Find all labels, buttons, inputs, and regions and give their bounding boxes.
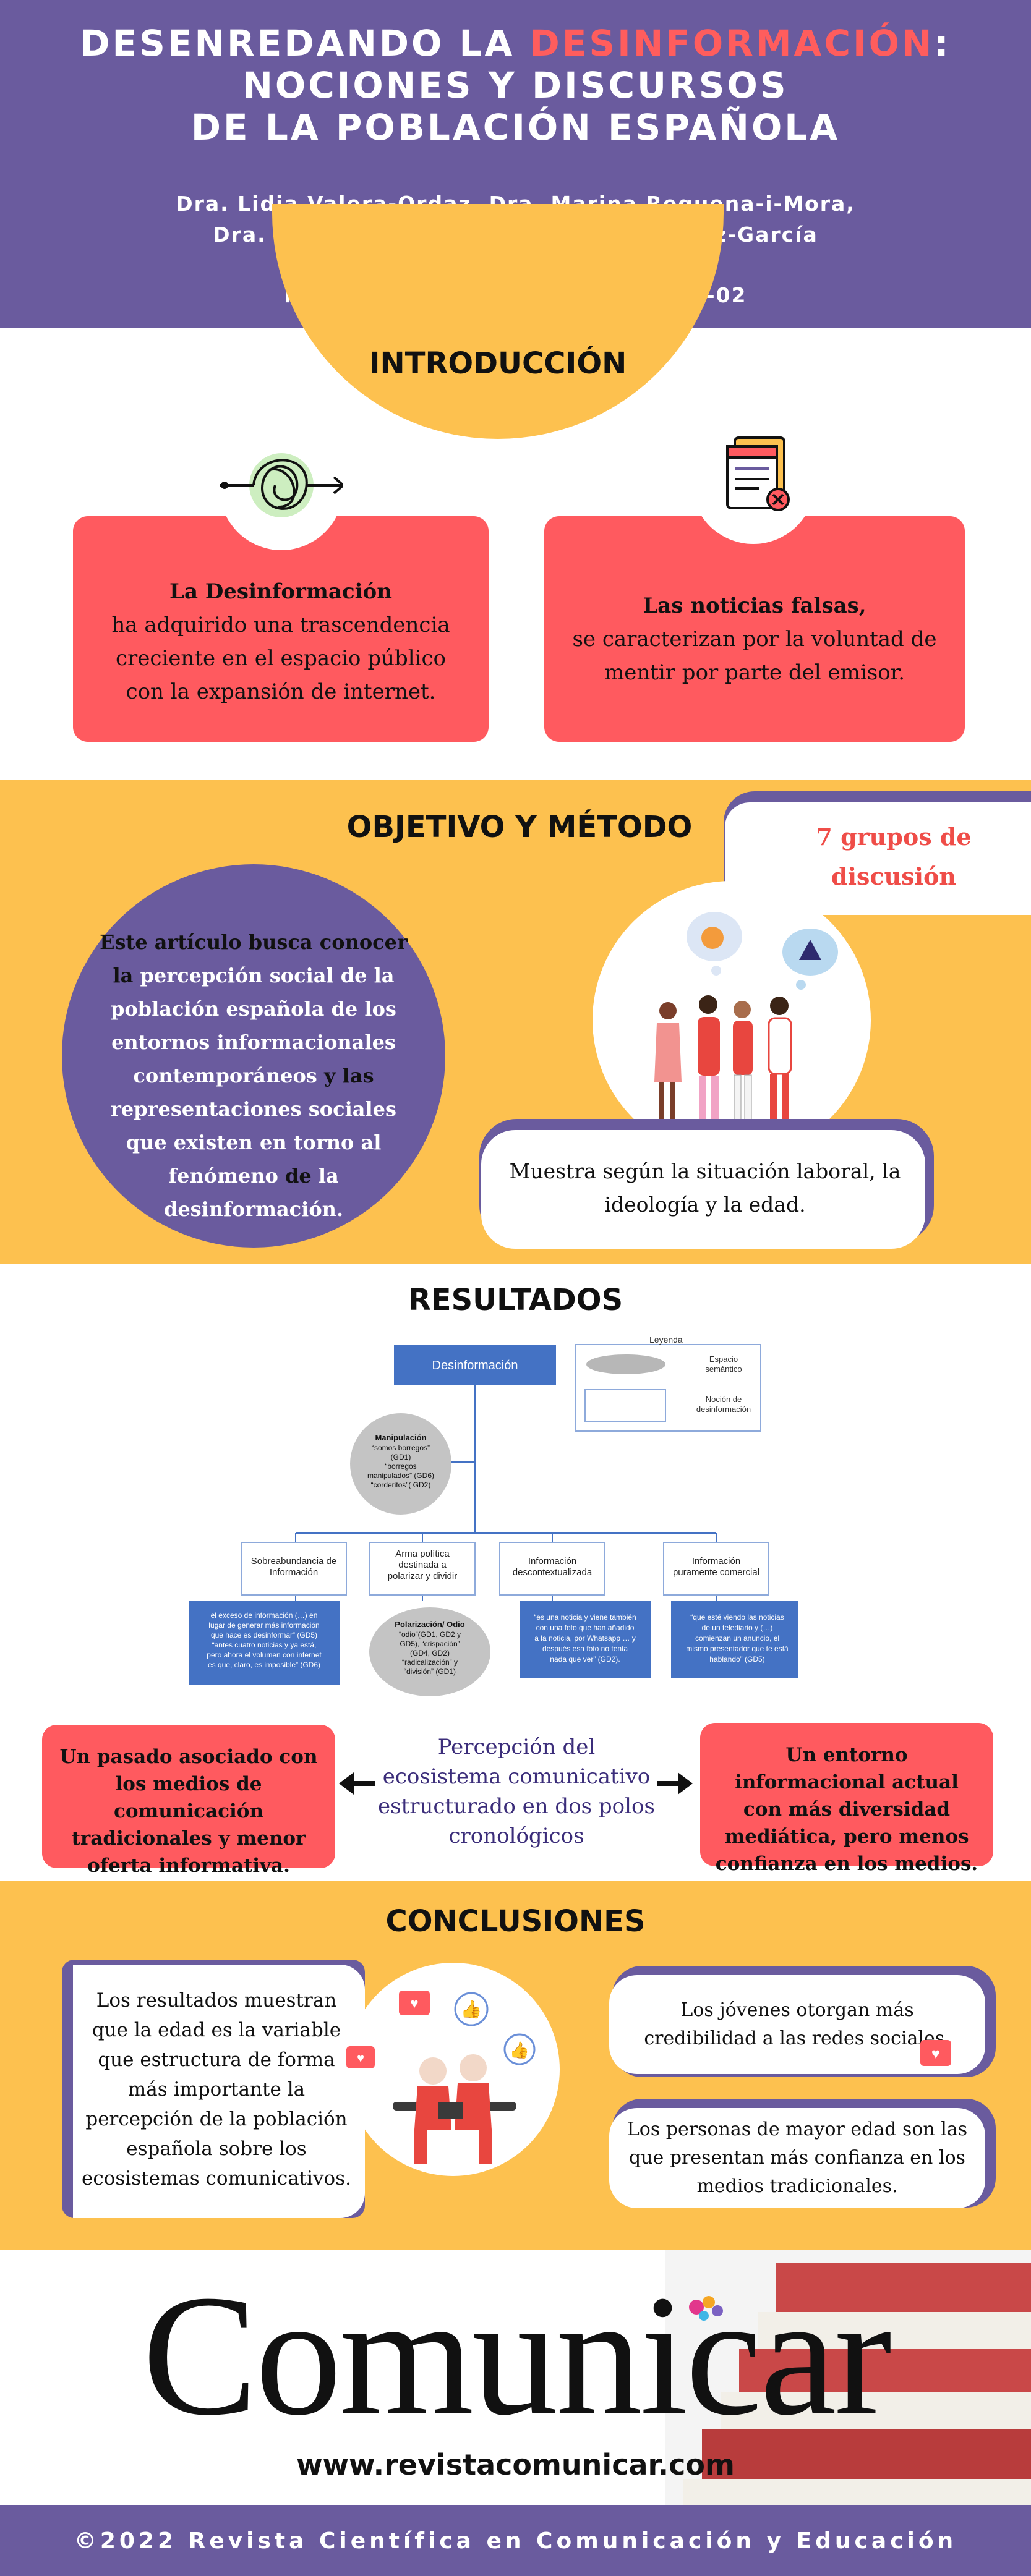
entorno-card: Un entorno informacional actual con más …: [700, 1723, 993, 1875]
desinformacion-card: La Desinformación ha adquirido una trasc…: [73, 516, 489, 742]
thought-bubble-triangle-icon: [782, 929, 838, 990]
heart-icon: ♥: [399, 1991, 430, 2015]
tangle-icon-circle: [220, 427, 346, 550]
polarizacion-title: Polarización/ Odio: [395, 1620, 464, 1629]
legend-oval-icon: [586, 1354, 665, 1374]
polarizacion-oval: [369, 1607, 490, 1696]
books-image: [665, 2250, 1031, 2510]
conclusion-main-card: [73, 1965, 365, 2218]
conclusions-title: CONCLUSIONES: [385, 1904, 646, 1939]
conclusion-elder-card: Los personas de mayor edad son las que p…: [609, 2108, 985, 2208]
elderly-couple: [393, 2054, 516, 2164]
person-4: [768, 997, 792, 1124]
sample-text: Muestra según la situación laboral, la i…: [509, 1159, 901, 1217]
svg-text:♥: ♥: [357, 2052, 364, 2065]
manipulacion-title: Manipulación: [375, 1433, 426, 1442]
svg-text:♥: ♥: [931, 2046, 940, 2062]
percepcion-text: Percepción del ecosistema comunicativo e…: [378, 1735, 655, 1848]
elderly-couple-illustration: ♥ ♥ 👍 👍: [346, 1991, 536, 2164]
title-line-3: DE LA POBLACIÓN ESPAÑOLA: [190, 106, 841, 148]
comunicar-logo: Comunicar: [142, 2259, 892, 2451]
manipulacion-oval: [350, 1413, 451, 1515]
pasado-card: Un pasado asociado con los medios de com…: [42, 1725, 335, 1877]
thumbs-up-icon: 👍: [454, 1992, 489, 2026]
arrow-left-icon: [339, 1772, 375, 1795]
quote-box-sobreabundancia: [189, 1601, 340, 1685]
person-2: [698, 995, 720, 1125]
diagram-connectors: [295, 1384, 717, 1601]
svg-text:👍: 👍: [510, 2041, 529, 2059]
groups-count: 7 grupos de discusión: [816, 823, 972, 890]
tangle-arrow-icon: [220, 453, 346, 517]
quote-box-descontextualizada: [520, 1601, 651, 1678]
intro-title: INTRODUCCIÓN: [369, 346, 627, 381]
thought-bubble-circle-icon: [687, 912, 742, 976]
svg-text:♥: ♥: [410, 1996, 418, 2011]
objective-text: Este artículo busca conocer la percepció…: [100, 930, 408, 1221]
website-link[interactable]: www.revistacomunicar.com: [296, 2448, 735, 2481]
objective-title: OBJETIVO Y MÉTODO: [346, 810, 693, 844]
thumbs-up-icon: 👍: [503, 2033, 536, 2065]
fake-document-icon: [726, 436, 790, 511]
diagram-root-label: Desinformación: [432, 1359, 518, 1372]
footer-copyright: ©2022 Revista Científica en Comunicación…: [74, 2528, 957, 2554]
title-highlight: DESINFORMACIÓN: [529, 22, 935, 64]
svg-text:👍: 👍: [461, 1999, 482, 2020]
heart-icon: ♥: [346, 2046, 375, 2068]
person-3: [733, 1001, 753, 1125]
results-title: RESULTADOS: [408, 1283, 623, 1317]
sample-card: [481, 1130, 925, 1249]
footer-bar: [0, 2505, 1031, 2576]
person-1: [654, 1002, 682, 1125]
page-title: DESENREDANDO LA DESINFORMACIÓN: NOCIONES…: [0, 22, 1031, 148]
logo-dots-icon: [689, 2296, 723, 2321]
intro-semicircle: [272, 204, 724, 439]
diagram-root-node: [394, 1345, 556, 1385]
title-line-1: DESENREDANDO LA DESINFORMACIÓN:: [80, 22, 951, 64]
conclusion-main-text: Los resultados muestran que la edad es l…: [82, 1989, 351, 2190]
title-line-2: NOCIONES Y DISCURSOS: [242, 64, 789, 106]
legend-rect-icon: [584, 1389, 666, 1422]
quote-box-comercial: [671, 1601, 798, 1678]
arrow-right-icon: [657, 1772, 693, 1795]
heart-icon: ♥: [920, 2040, 951, 2066]
elderly-illustration-circle: [346, 1963, 560, 2176]
legend-title: Leyenda: [649, 1335, 683, 1345]
discussion-group-illustration: [654, 912, 838, 1125]
document-icon-circle: [691, 420, 815, 544]
objective-circle: [62, 864, 445, 1248]
noticias-falsas-card: Las noticias falsas, se caracterizan por…: [544, 516, 965, 742]
